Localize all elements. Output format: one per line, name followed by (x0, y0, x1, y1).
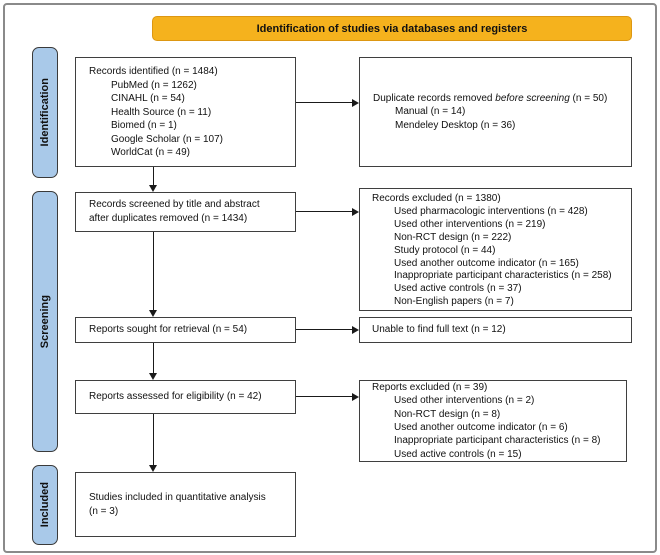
list-item: Non-RCT design (n = 8) (394, 408, 501, 420)
box-studies-included: Studies included in quantitative analysi… (75, 472, 296, 537)
box-reports-assessed: Reports assessed for eligibility (n = 42… (75, 380, 296, 414)
box-title: Reports excluded (n = 39) (372, 381, 488, 393)
stage-label-text: Included (39, 482, 51, 528)
list-item: Google Scholar (n = 107) (111, 133, 224, 145)
box-reports-excluded: Reports excluded (n = 39) Used other int… (359, 380, 627, 462)
box-title: Duplicate records removed before screeni… (373, 92, 608, 104)
list-item: CINAHL (n = 54) (111, 93, 185, 104)
list-item: Non-English papers (n = 7) (394, 296, 514, 308)
banner-identification-via-databases: Identification of studies via databases … (152, 16, 632, 41)
list-item: Inappropriate participant characteristic… (394, 435, 601, 447)
arrow-identified-to-duplicates (296, 98, 359, 107)
box-records-identified: Records identified (n = 1484) PubMed (n … (75, 57, 296, 167)
box-text-line: after duplicates removed (n = 1434) (89, 213, 248, 224)
box-title: Records excluded (n = 1380) (372, 193, 501, 204)
list-item: Used active controls (n = 15) (394, 448, 522, 460)
list-item: PubMed (n = 1262) (111, 79, 197, 91)
list-item: Health Source (n = 11) (111, 106, 212, 118)
box-item-list: PubMed (n = 1262) CINAHL (n = 54) Health S… (89, 79, 295, 160)
stage-label-identification: Identification (32, 47, 58, 178)
diagram-outer-border (3, 3, 657, 553)
list-item: Used active controls (n = 37) (394, 283, 522, 295)
arrow-assessed-to-excluded (296, 392, 359, 401)
list-item: Used pharmacologic interventions (n = 42… (394, 205, 588, 217)
list-item: WorldCat (n = 49) (111, 147, 191, 158)
list-item: Used another outcome indicator (n = 165) (394, 257, 579, 269)
stage-label-included: Included (32, 465, 58, 545)
box-text-line: Studies included in quantitative analysi… (89, 491, 266, 503)
list-item: Mendeley Desktop (n = 36) (395, 119, 516, 131)
box-title: Reports sought for retrieval (n = 54) (89, 324, 248, 336)
arrow-sought-to-unable (296, 325, 359, 334)
box-reports-sought: Reports sought for retrieval (n = 54) (75, 317, 296, 343)
stage-label-screening: Screening (32, 191, 58, 452)
box-unable-to-find-full-text: Unable to find full text (n = 12) (359, 317, 632, 343)
box-title: Reports assessed for eligibility (n = 42… (89, 391, 262, 403)
box-records-excluded: Records excluded (n = 1380) Used pharmac… (359, 188, 632, 311)
arrow-assessed-to-included (149, 414, 157, 472)
box-records-screened: Records screened by title and abstract a… (75, 192, 296, 232)
box-item-list: Used pharmacologic interventions (n = 42… (372, 206, 631, 309)
box-item-list: Manual (n = 14)Mendeley Desktop (n = 36) (373, 105, 631, 132)
stage-label-text: Identification (39, 78, 51, 147)
box-title: Unable to find full text (n = 12) (372, 324, 506, 336)
arrow-identified-to-screened (149, 167, 157, 192)
list-item: Used other interventions (n = 219) (394, 218, 546, 230)
box-text-line: Records screened by title and abstract (89, 199, 260, 210)
box-title: Records identified (n = 1484) (89, 66, 218, 77)
box-item-list: Used other interventions (n = 2)Non-RCT … (372, 394, 626, 461)
box-text-line: (n = 3) (89, 505, 119, 517)
arrow-sought-to-assessed (149, 343, 157, 380)
stage-label-text: Screening (39, 294, 51, 349)
list-item: Manual (n = 14) (395, 106, 466, 118)
list-item: Used another outcome indicator (n = 6) (394, 422, 568, 433)
list-item: Biomed (n = 1) (111, 120, 177, 131)
banner-label: Identification of studies via databases … (256, 22, 528, 35)
box-duplicate-records-removed: Duplicate records removed before screeni… (359, 57, 632, 167)
arrow-screened-to-excluded (296, 207, 359, 216)
list-item: Study protocol (n = 44) (394, 244, 496, 256)
list-item: Used other interventions (n = 2) (394, 395, 535, 407)
list-item: Inappropriate participant characteristic… (394, 270, 612, 282)
arrow-screened-to-sought (149, 232, 157, 317)
list-item: Non-RCT design (n = 222) (394, 231, 512, 243)
